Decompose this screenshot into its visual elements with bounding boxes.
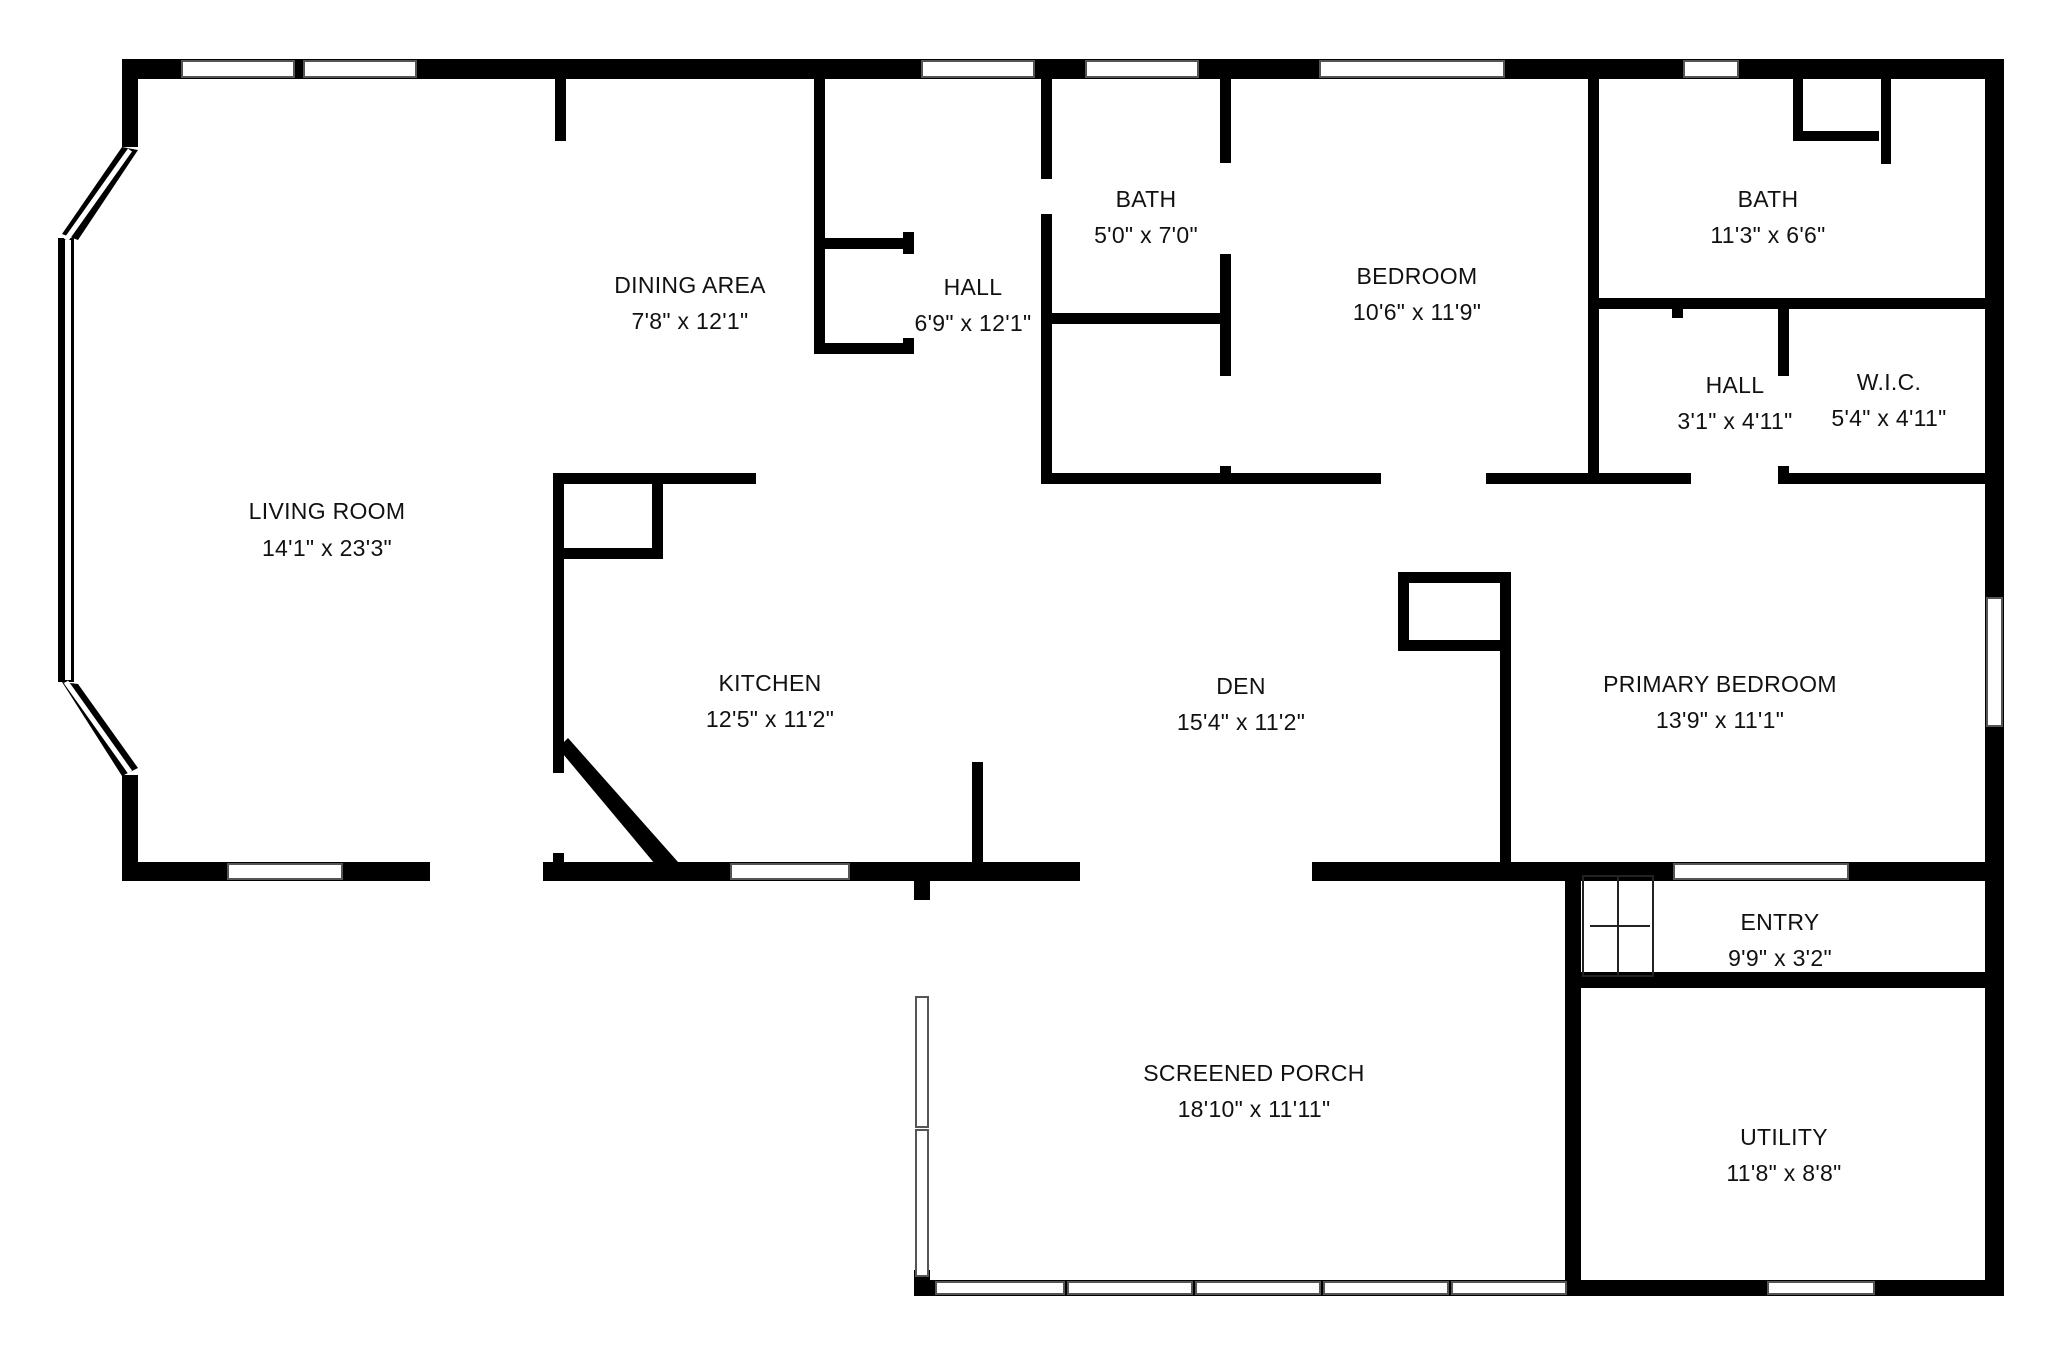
windows — [181, 60, 2003, 1295]
room-living-room: LIVING ROOM 14'1" x 23'3" — [249, 498, 406, 561]
room-name: HALL — [944, 274, 1003, 300]
room-screened-porch: SCREENED PORCH 18'10" x 11'11" — [1143, 1060, 1364, 1122]
room-dimensions: 15'4" x 11'2" — [1177, 709, 1305, 735]
room-dimensions: 5'0" x 7'0" — [1094, 222, 1198, 248]
room-dimensions: 12'5" x 11'2" — [706, 706, 834, 732]
room-name: W.I.C. — [1857, 369, 1921, 395]
room-dimensions: 5'4" x 4'11" — [1831, 405, 1946, 431]
room-dimensions: 3'1" x 4'11" — [1677, 408, 1792, 434]
room-name: ENTRY — [1740, 909, 1819, 935]
room-name: KITCHEN — [718, 670, 821, 696]
room-name: DINING AREA — [614, 272, 766, 298]
room-name: SCREENED PORCH — [1143, 1060, 1364, 1086]
bay-window — [58, 147, 138, 776]
room-dimensions: 14'1" x 23'3" — [262, 535, 392, 561]
room-dimensions: 13'9" x 11'1" — [1656, 707, 1784, 733]
room-bath-small: BATH 5'0" x 7'0" — [1094, 186, 1198, 248]
room-wic: W.I.C. 5'4" x 4'11" — [1831, 369, 1946, 431]
room-name: DEN — [1216, 673, 1265, 699]
room-dimensions: 11'8" x 8'8" — [1726, 1160, 1841, 1186]
room-bath-primary: BATH 11'3" x 6'6" — [1710, 186, 1825, 248]
room-den: DEN 15'4" x 11'2" — [1177, 673, 1305, 735]
room-name: UTILITY — [1740, 1124, 1828, 1150]
room-dimensions: 11'3" x 6'6" — [1710, 222, 1825, 248]
room-name: HALL — [1706, 372, 1765, 398]
room-dimensions: 7'8" x 12'1" — [632, 308, 749, 334]
room-kitchen: KITCHEN 12'5" x 11'2" — [706, 670, 834, 732]
room-name: BEDROOM — [1357, 263, 1478, 289]
room-dimensions: 10'6" x 11'9" — [1353, 299, 1481, 325]
room-name: BATH — [1738, 186, 1799, 212]
porch-walls — [914, 870, 2004, 1296]
room-name: BATH — [1116, 186, 1177, 212]
room-utility: UTILITY 11'8" x 8'8" — [1726, 1124, 1841, 1186]
room-dimensions: 9'9" x 3'2" — [1728, 945, 1832, 971]
entry-stairs — [1582, 875, 1654, 977]
interior-walls — [553, 79, 2004, 1290]
room-hall-small: HALL 3'1" x 4'11" — [1677, 372, 1792, 434]
kitchen-diagonal-wall — [558, 738, 678, 870]
exterior-walls — [122, 59, 2004, 881]
room-name: LIVING ROOM — [249, 498, 406, 524]
room-dimensions: 6'9" x 12'1" — [915, 310, 1032, 336]
room-dining-area: DINING AREA 7'8" x 12'1" — [614, 272, 766, 334]
room-entry: ENTRY 9'9" x 3'2" — [1728, 909, 1832, 971]
room-name: PRIMARY BEDROOM — [1603, 671, 1837, 697]
room-dimensions: 18'10" x 11'11" — [1178, 1096, 1331, 1122]
room-primary-bedroom: PRIMARY BEDROOM 13'9" x 11'1" — [1603, 671, 1837, 733]
room-labels: LIVING ROOM 14'1" x 23'3" DINING AREA 7'… — [249, 186, 1947, 1186]
room-bedroom: BEDROOM 10'6" x 11'9" — [1353, 263, 1481, 325]
room-hall-main: HALL 6'9" x 12'1" — [915, 274, 1032, 336]
